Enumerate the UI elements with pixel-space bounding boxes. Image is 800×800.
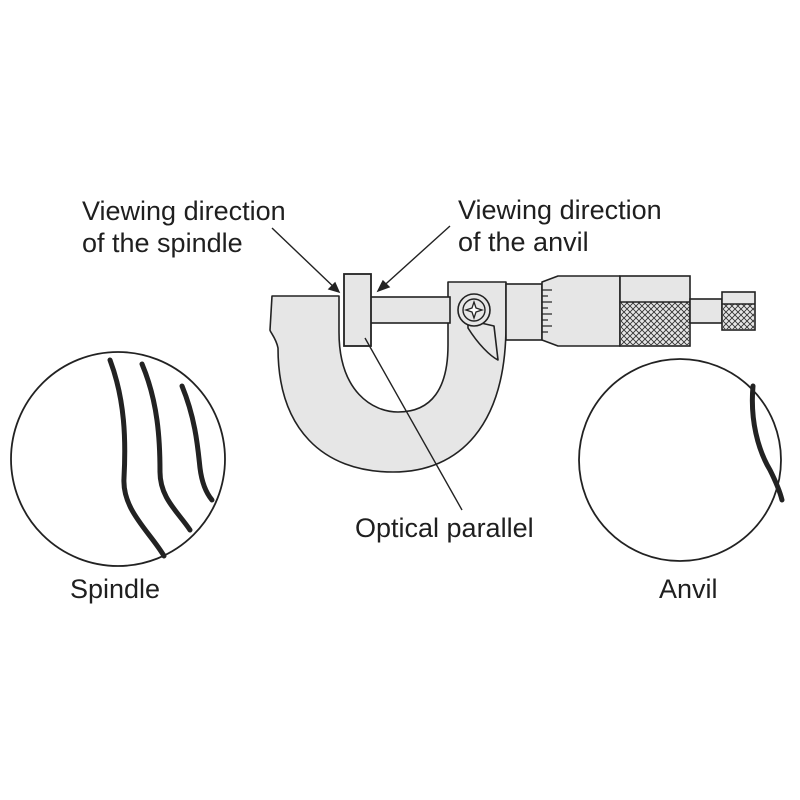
sleeve: [505, 283, 543, 341]
micrometer-frame: [269, 281, 507, 473]
optical-parallel-label: Optical parallel: [355, 513, 534, 543]
fringe-1: [107, 357, 167, 559]
spindle-view-label-line1: Viewing direction: [82, 196, 286, 226]
optical-parallel: [343, 273, 372, 347]
fringe-2: [139, 361, 193, 533]
optical-parallel-leader: [364, 337, 463, 511]
ratchet-shaft: [689, 298, 723, 324]
spindle-view: [10, 351, 226, 567]
spindle-label: Spindle: [70, 574, 160, 604]
thimble-graduations: [542, 289, 552, 333]
anvil-view-leader: [377, 225, 451, 292]
leader-lines: [271, 225, 463, 511]
thimble: [541, 275, 621, 347]
thimble-knurl: [621, 302, 689, 345]
ratchet-knurl: [723, 304, 754, 329]
spindle-lock: [457, 293, 499, 361]
fringe-3: [179, 383, 215, 503]
spindle-rod: [369, 296, 451, 324]
spindle-view-arrowhead: [327, 281, 341, 294]
micrometer: [269, 273, 756, 473]
spindle-interference-fringes: [107, 357, 215, 559]
anvil-view-circle: [578, 358, 782, 562]
anvil-view-label-line2: of the anvil: [458, 227, 589, 257]
spindle-view-circle: [10, 351, 226, 567]
anvil-view: [578, 358, 785, 562]
anvil-view-arrowhead: [376, 279, 391, 293]
anvil-interference-fringe: [749, 383, 785, 503]
anvil-label: Anvil: [659, 574, 718, 604]
anvil-view-label-line1: Viewing direction: [458, 195, 662, 225]
spindle-view-leader: [271, 227, 340, 293]
spindle-view-label-line2: of the spindle: [82, 228, 243, 258]
